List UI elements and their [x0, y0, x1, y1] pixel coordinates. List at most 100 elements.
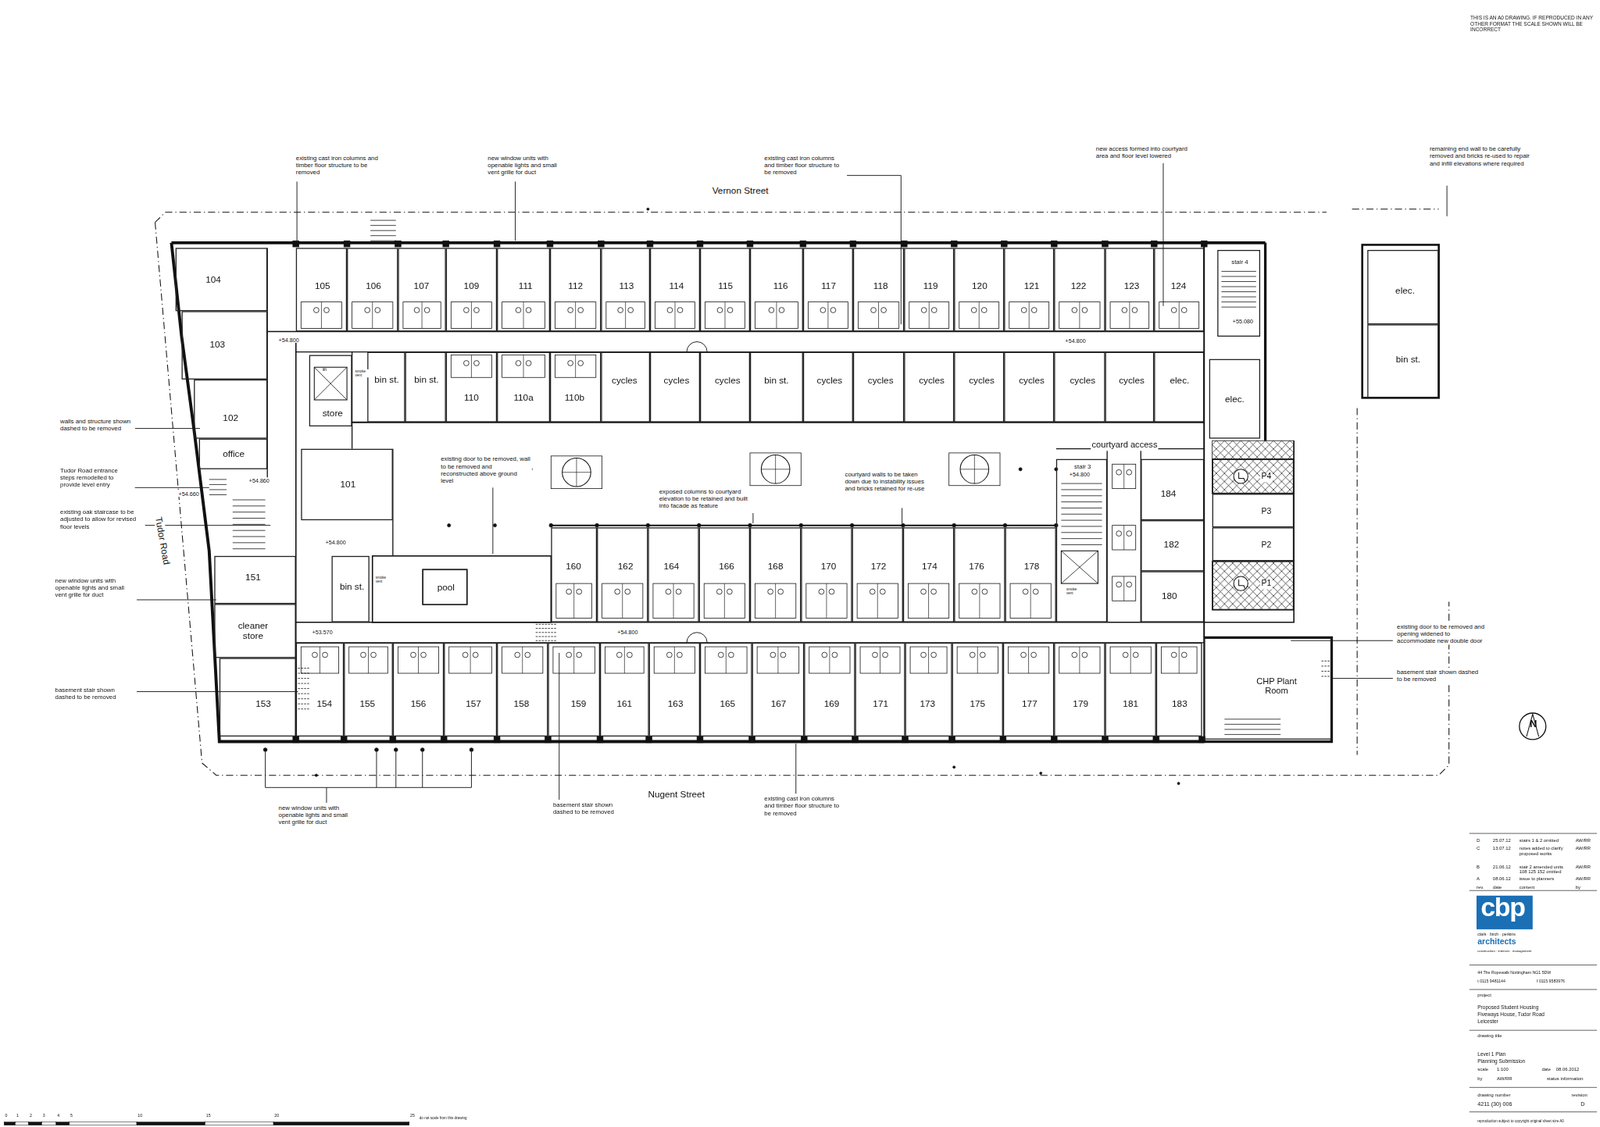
room-box: 170 — [800, 527, 852, 622]
revision-cell: stairs 1 & 2 omitted — [1518, 837, 1570, 843]
room-label: 164 — [662, 562, 680, 573]
room-label: 165 — [718, 700, 736, 711]
scale-bar-label: 4 — [56, 1114, 61, 1119]
bathroom-pod — [502, 646, 543, 674]
sanitary-fitting — [312, 652, 318, 658]
column — [900, 240, 908, 247]
room-label: bin st. — [1394, 355, 1422, 366]
bathroom-pod — [1112, 525, 1136, 550]
bathroom-pod — [605, 646, 645, 674]
room-label: 110b — [563, 393, 586, 404]
column — [949, 736, 956, 743]
revision-cell: 21.06.12 — [1492, 864, 1513, 870]
title-block-text: project — [1476, 992, 1493, 999]
stair-tread — [297, 693, 311, 695]
bathroom-pod — [1112, 464, 1136, 489]
bathroom-pod — [449, 646, 493, 674]
site-boundary — [155, 212, 1327, 223]
sanitary-fitting — [566, 652, 572, 658]
bathroom-pod — [300, 302, 342, 329]
partition-line — [928, 583, 929, 618]
room-box: 155 — [343, 642, 393, 737]
room-box: 174 — [903, 527, 954, 622]
stair-tread — [1321, 675, 1331, 677]
revision-cell: rev. — [1475, 884, 1486, 890]
title-block-text: Fiveways House, Tudor Road — [1476, 1012, 1546, 1019]
room-box: 156 — [392, 642, 444, 737]
revision-cell: content — [1518, 884, 1570, 890]
partition-line — [928, 302, 930, 329]
planter — [750, 453, 801, 486]
partition-line — [928, 646, 929, 674]
sanitary-fitting — [778, 589, 784, 595]
partition-line — [879, 646, 881, 674]
stair-tread — [1224, 718, 1281, 720]
room-box: 184 — [1140, 459, 1204, 521]
sanitary-fitting — [464, 360, 470, 367]
revision-cell: stair 2 amended units 108 125 152 omitte… — [1518, 864, 1570, 875]
partition-line — [371, 302, 373, 329]
partition-line — [828, 646, 830, 674]
revision-cell: 08.06.12 — [1492, 876, 1513, 883]
leader-line — [492, 487, 493, 554]
bathroom-pod — [1110, 646, 1151, 674]
planter — [550, 456, 602, 490]
sanitary-fitting — [628, 307, 634, 314]
annotation-note: existing cast iron columns and timber fl… — [763, 155, 847, 177]
room-label: 121 — [1022, 282, 1040, 293]
sanitary-fitting — [1181, 307, 1187, 314]
title-block-text: drawing title — [1476, 1033, 1504, 1040]
bathroom-pod — [655, 302, 696, 329]
room-box: 115 — [700, 247, 750, 332]
partition-line — [878, 302, 879, 329]
sanitary-fitting — [474, 360, 480, 367]
room-label: cycles — [662, 376, 690, 387]
annotation-note: existing cast iron columns and timber fl… — [763, 796, 847, 818]
sanitary-fitting — [322, 652, 329, 658]
room-box: 172 — [852, 527, 904, 622]
sanitary-fitting — [617, 307, 624, 314]
level-marker: +54.800 — [324, 539, 347, 547]
column — [646, 736, 653, 743]
sanitary-fitting — [830, 307, 836, 314]
sanitary-fitting — [1116, 531, 1122, 537]
room-box: bin st. — [405, 352, 447, 423]
sanitary-fitting — [514, 652, 521, 658]
sanitary-fitting — [727, 307, 733, 314]
partition-line — [573, 583, 575, 618]
stair-tread — [232, 524, 266, 525]
room-box: elec. — [1367, 250, 1439, 325]
bathroom-pod — [909, 302, 950, 329]
room-label: 178 — [1022, 562, 1040, 573]
bathroom-pod — [606, 302, 646, 329]
room-box: 114 — [650, 247, 700, 332]
bathroom-pod — [1110, 302, 1150, 329]
partition-line — [417, 646, 419, 674]
stair-tread — [1321, 660, 1331, 662]
leader-line — [296, 181, 298, 241]
stair-core: stair 3 — [1056, 459, 1108, 623]
room-label: cycles — [917, 376, 946, 387]
sanitary-fitting — [414, 307, 420, 314]
partition-line — [319, 646, 321, 674]
room-label: stair 3 — [1073, 464, 1093, 472]
room-box: office — [199, 439, 268, 470]
stair-tread — [370, 235, 397, 236]
room-box: 167 — [752, 642, 805, 737]
stair-tread — [535, 624, 557, 625]
sanitary-fitting — [921, 307, 927, 314]
partition-line — [624, 646, 625, 674]
partition-line — [673, 583, 675, 618]
room-box: elec. — [1209, 359, 1261, 440]
stair-tread — [1060, 507, 1102, 509]
sanitary-fitting — [676, 652, 683, 658]
north-arrow-letter: N — [1528, 718, 1539, 731]
bathroom-pod — [450, 355, 492, 379]
pool-hall-wall — [372, 556, 552, 623]
room-label: 180 — [1160, 592, 1179, 603]
room-label: 107 — [412, 282, 430, 293]
sanitary-fitting — [1031, 307, 1037, 314]
scale-bar-label: 10 — [136, 1114, 143, 1119]
sanitary-fitting — [616, 652, 622, 658]
step-line — [209, 489, 227, 490]
